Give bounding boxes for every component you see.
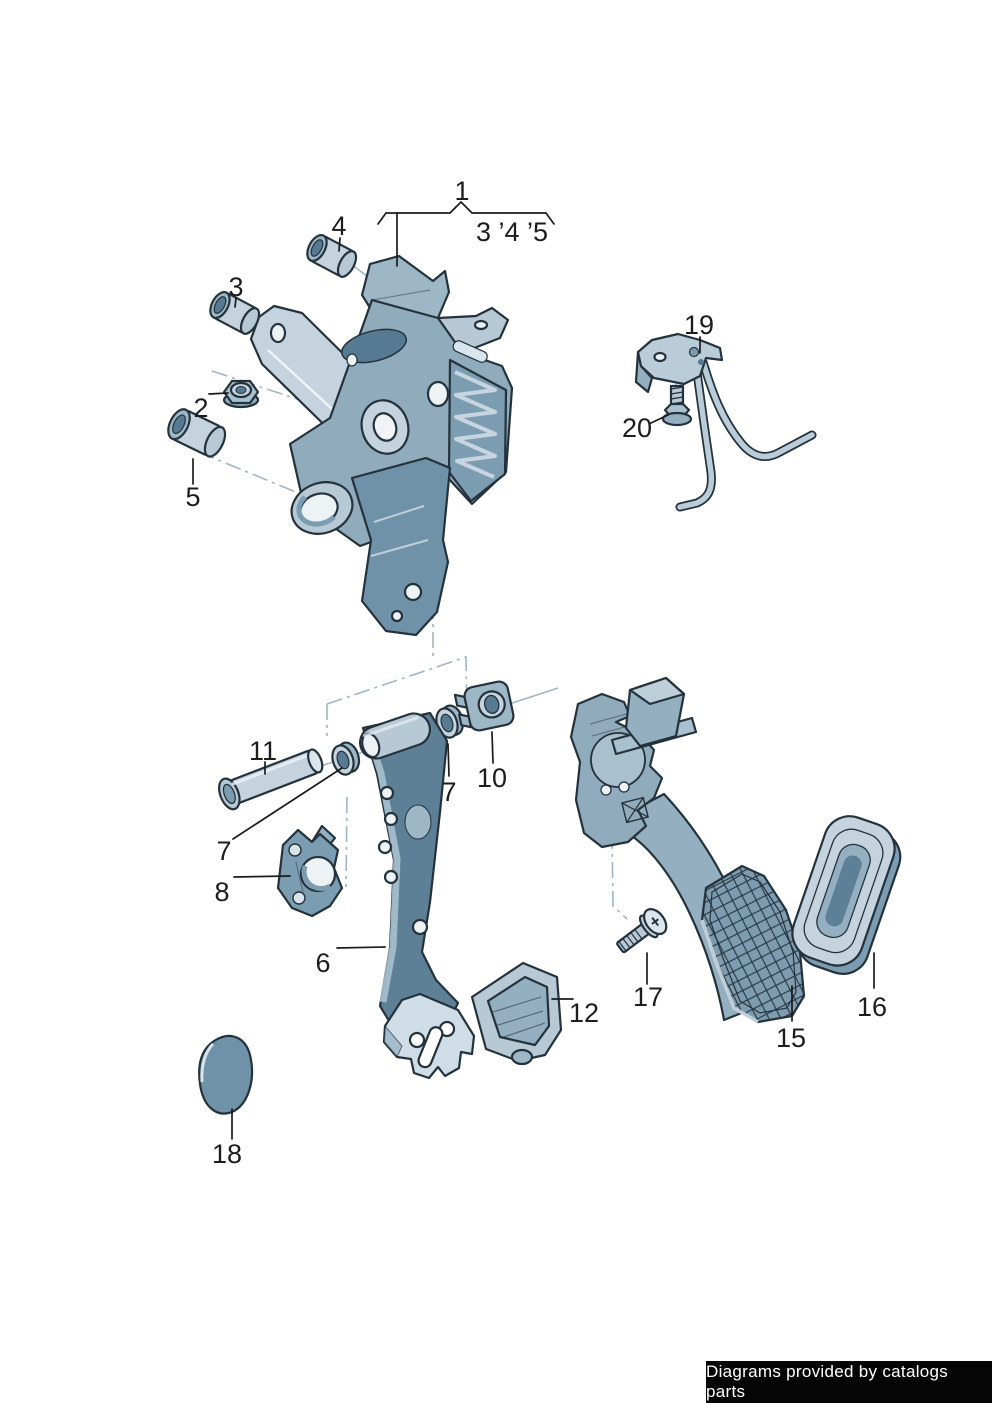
callout-2[interactable]: 2 [193,393,208,423]
footer-credit-bar: Diagrams provided by catalogs parts [706,1361,992,1403]
pivot-pin-11 [218,748,324,811]
screw-17 [616,908,668,954]
callout-5[interactable]: 5 [185,482,200,512]
retaining-bracket-19 [634,332,817,512]
pedal-pivot-boss [358,712,432,760]
nut-2 [222,379,260,409]
cover-18 [198,1034,254,1115]
pedal-bracket-assembly [249,254,514,637]
accelerator-pedal-15 [569,676,806,1024]
callout-group-3-4-5[interactable]: 3 ’4 ’5 [476,217,548,247]
callout-7-right[interactable]: 7 [441,777,456,807]
footer-credit-text: Diagrams provided by catalogs parts [706,1362,949,1401]
callout-10[interactable]: 10 [477,763,507,793]
callout-labels: 1 3 ’4 ’5 4 3 2 5 19 20 11 7 7 10 8 6 12… [185,176,887,1169]
callout-8[interactable]: 8 [214,877,229,907]
callout-11[interactable]: 11 [249,736,277,766]
callout-16[interactable]: 16 [857,992,887,1022]
clip-10 [453,680,515,732]
bushing-5 [167,408,227,458]
callout-6[interactable]: 6 [315,948,330,978]
washer-7-left [331,741,361,776]
screw-20 [661,384,693,427]
callout-12[interactable]: 12 [569,998,599,1028]
callout-15[interactable]: 15 [776,1023,806,1053]
bushing-4 [306,233,358,278]
callout-19[interactable]: 19 [684,310,714,340]
bearing-support-8 [276,824,344,918]
callout-3[interactable]: 3 [228,272,243,302]
callout-20[interactable]: 20 [622,413,652,443]
pedal-pad-16 [791,815,902,975]
callout-17[interactable]: 17 [633,982,663,1012]
callout-4[interactable]: 4 [331,211,346,241]
leader-lines [192,200,875,1140]
pedal-cap-12 [470,961,563,1066]
callout-18[interactable]: 18 [212,1139,242,1169]
callout-1[interactable]: 1 [454,176,469,206]
callout-7-left[interactable]: 7 [216,836,231,866]
bushing-3 [209,290,261,335]
brake-pedal-6 [358,711,476,1080]
